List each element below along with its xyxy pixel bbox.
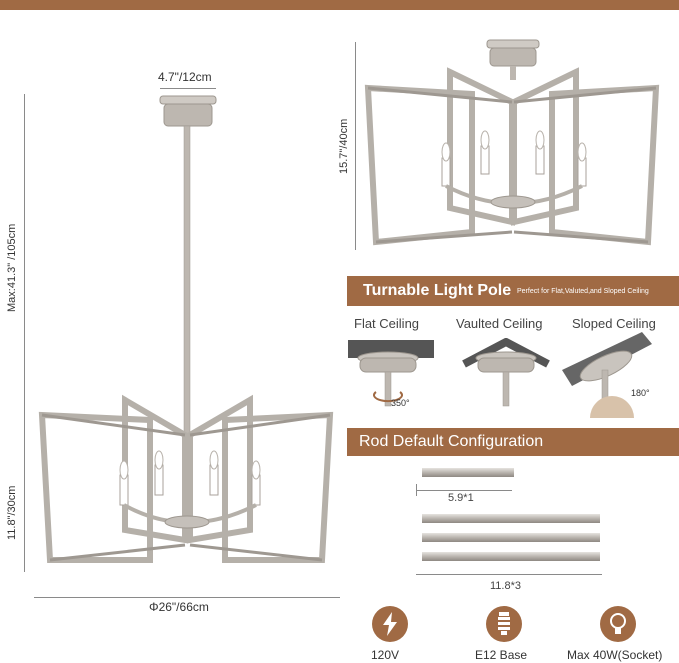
pendant-chandelier-image: [38, 95, 334, 563]
max-height-line: [24, 94, 25, 412]
sloped-ceiling-icon: [562, 332, 652, 418]
flat-ceiling-label: Flat Ceiling: [354, 316, 420, 331]
turnable-subtitle: Perfect for Flat,Valuted,and Sloped Ceil…: [517, 288, 649, 295]
bulb-base-icon: [486, 606, 522, 642]
turnable-banner: Turnable Light Pole Perfect for Flat,Val…: [347, 276, 679, 306]
diameter-line: [34, 597, 340, 598]
canopy-width-line: [160, 88, 216, 89]
flat-ceiling-icon: [348, 340, 434, 407]
rods-image: [422, 468, 600, 561]
max-height-label: Max:41.3" /105cm: [6, 223, 18, 312]
vaulted-ceiling-label: Vaulted Ceiling: [456, 316, 543, 331]
diameter-label: Φ26"/66cm: [149, 600, 209, 614]
wattage-label: Max 40W(Socket): [567, 648, 663, 662]
rod-title: Rod Default Configuration: [359, 433, 544, 450]
vaulted-ceiling-icon: [462, 338, 550, 407]
flush-height-line: [355, 42, 356, 250]
sloped-angle-label: 180°: [631, 388, 650, 398]
long-rod-label: 11.8*3: [490, 580, 521, 592]
turnable-title: Turnable Light Pole: [363, 282, 512, 299]
top-accent-bar: [0, 0, 679, 10]
rod-banner: Rod Default Configuration: [347, 428, 679, 456]
body-height-label: 11.8"/30cm: [6, 485, 18, 540]
long-rod-dimension-line: [416, 574, 602, 575]
short-rod-dimension-line: [416, 490, 512, 491]
bulb-icon: [600, 606, 636, 642]
sloped-ceiling-label: Sloped Ceiling: [572, 316, 656, 331]
flat-angle-label: 350°: [391, 398, 410, 408]
body-height-line: [24, 412, 25, 572]
flush-height-label: 15.7"/40cm: [338, 118, 350, 174]
voltage-label: 120V: [371, 648, 400, 662]
short-rod-label: 5.9*1: [448, 492, 474, 504]
flush-mount-chandelier-image: [364, 39, 660, 246]
canopy-width-label: 4.7"/12cm: [158, 70, 212, 84]
base-label: E12 Base: [475, 648, 528, 662]
lightning-icon: [372, 606, 408, 642]
